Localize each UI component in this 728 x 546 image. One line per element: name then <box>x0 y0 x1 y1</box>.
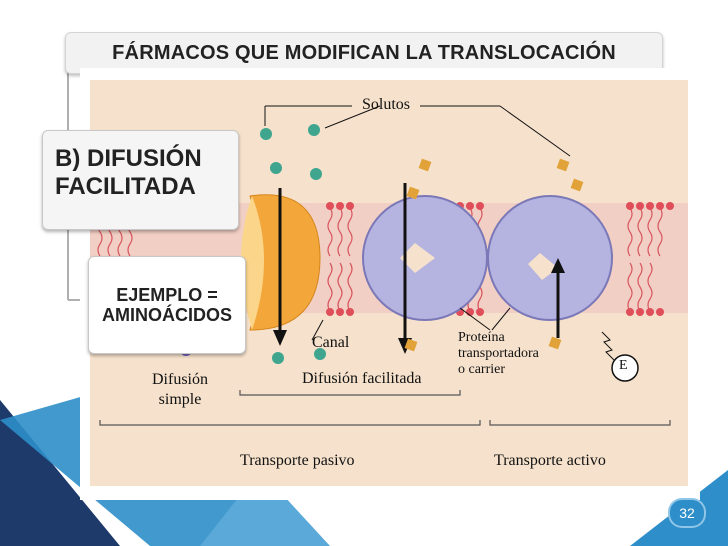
section-heading-line1: B) DIFUSIÓN <box>55 145 202 172</box>
difusion-simple-label: Difusión simple <box>152 370 208 410</box>
slide-number: 32 <box>670 500 704 526</box>
corner-shape-light <box>200 470 330 546</box>
proteina-label: Proteína transportadora o carrier <box>458 330 539 378</box>
active-carrier-protein <box>487 195 613 321</box>
example-line1: EJEMPLO = <box>116 285 218 305</box>
section-heading-line2: FACILITADA <box>55 173 196 200</box>
callout-lines <box>264 105 571 341</box>
solute-spheres <box>260 124 326 364</box>
energy-circle <box>611 354 639 382</box>
energy-label: E <box>619 358 628 373</box>
solute-cubes <box>404 158 584 352</box>
energy-squiggle <box>601 331 615 361</box>
proteina-line1: Proteína <box>458 330 505 345</box>
slide-title: FÁRMACOS QUE MODIFICAN LA TRANSLOCACIÓN <box>65 32 663 74</box>
difusion-simple-line2: simple <box>158 391 202 408</box>
section-heading-box: B) DIFUSIÓN FACILITADA <box>42 130 239 230</box>
difusion-simple-line1: Difusión <box>152 371 208 388</box>
difusion-facilitada-label: Difusión facilitada <box>302 370 422 387</box>
transporte-activo-label: Transporte activo <box>494 452 606 469</box>
example-line2: AMINOÁCIDOS <box>102 305 232 325</box>
solutos-label: Solutos <box>362 96 411 113</box>
brackets <box>99 390 671 426</box>
channel-arrow-head <box>273 330 287 346</box>
proteina-line3: o carrier <box>458 362 506 377</box>
canal-label: Canal <box>312 334 350 351</box>
proteina-line2: transportadora <box>458 346 539 361</box>
example-box: EJEMPLO = AMINOÁCIDOS <box>88 256 246 354</box>
active-arrow-head <box>551 258 565 273</box>
active-binding-site <box>528 253 558 280</box>
transporte-pasivo-label: Transporte pasivo <box>240 452 355 469</box>
carrier-binding-site <box>400 243 435 273</box>
channel-pore <box>241 196 264 330</box>
